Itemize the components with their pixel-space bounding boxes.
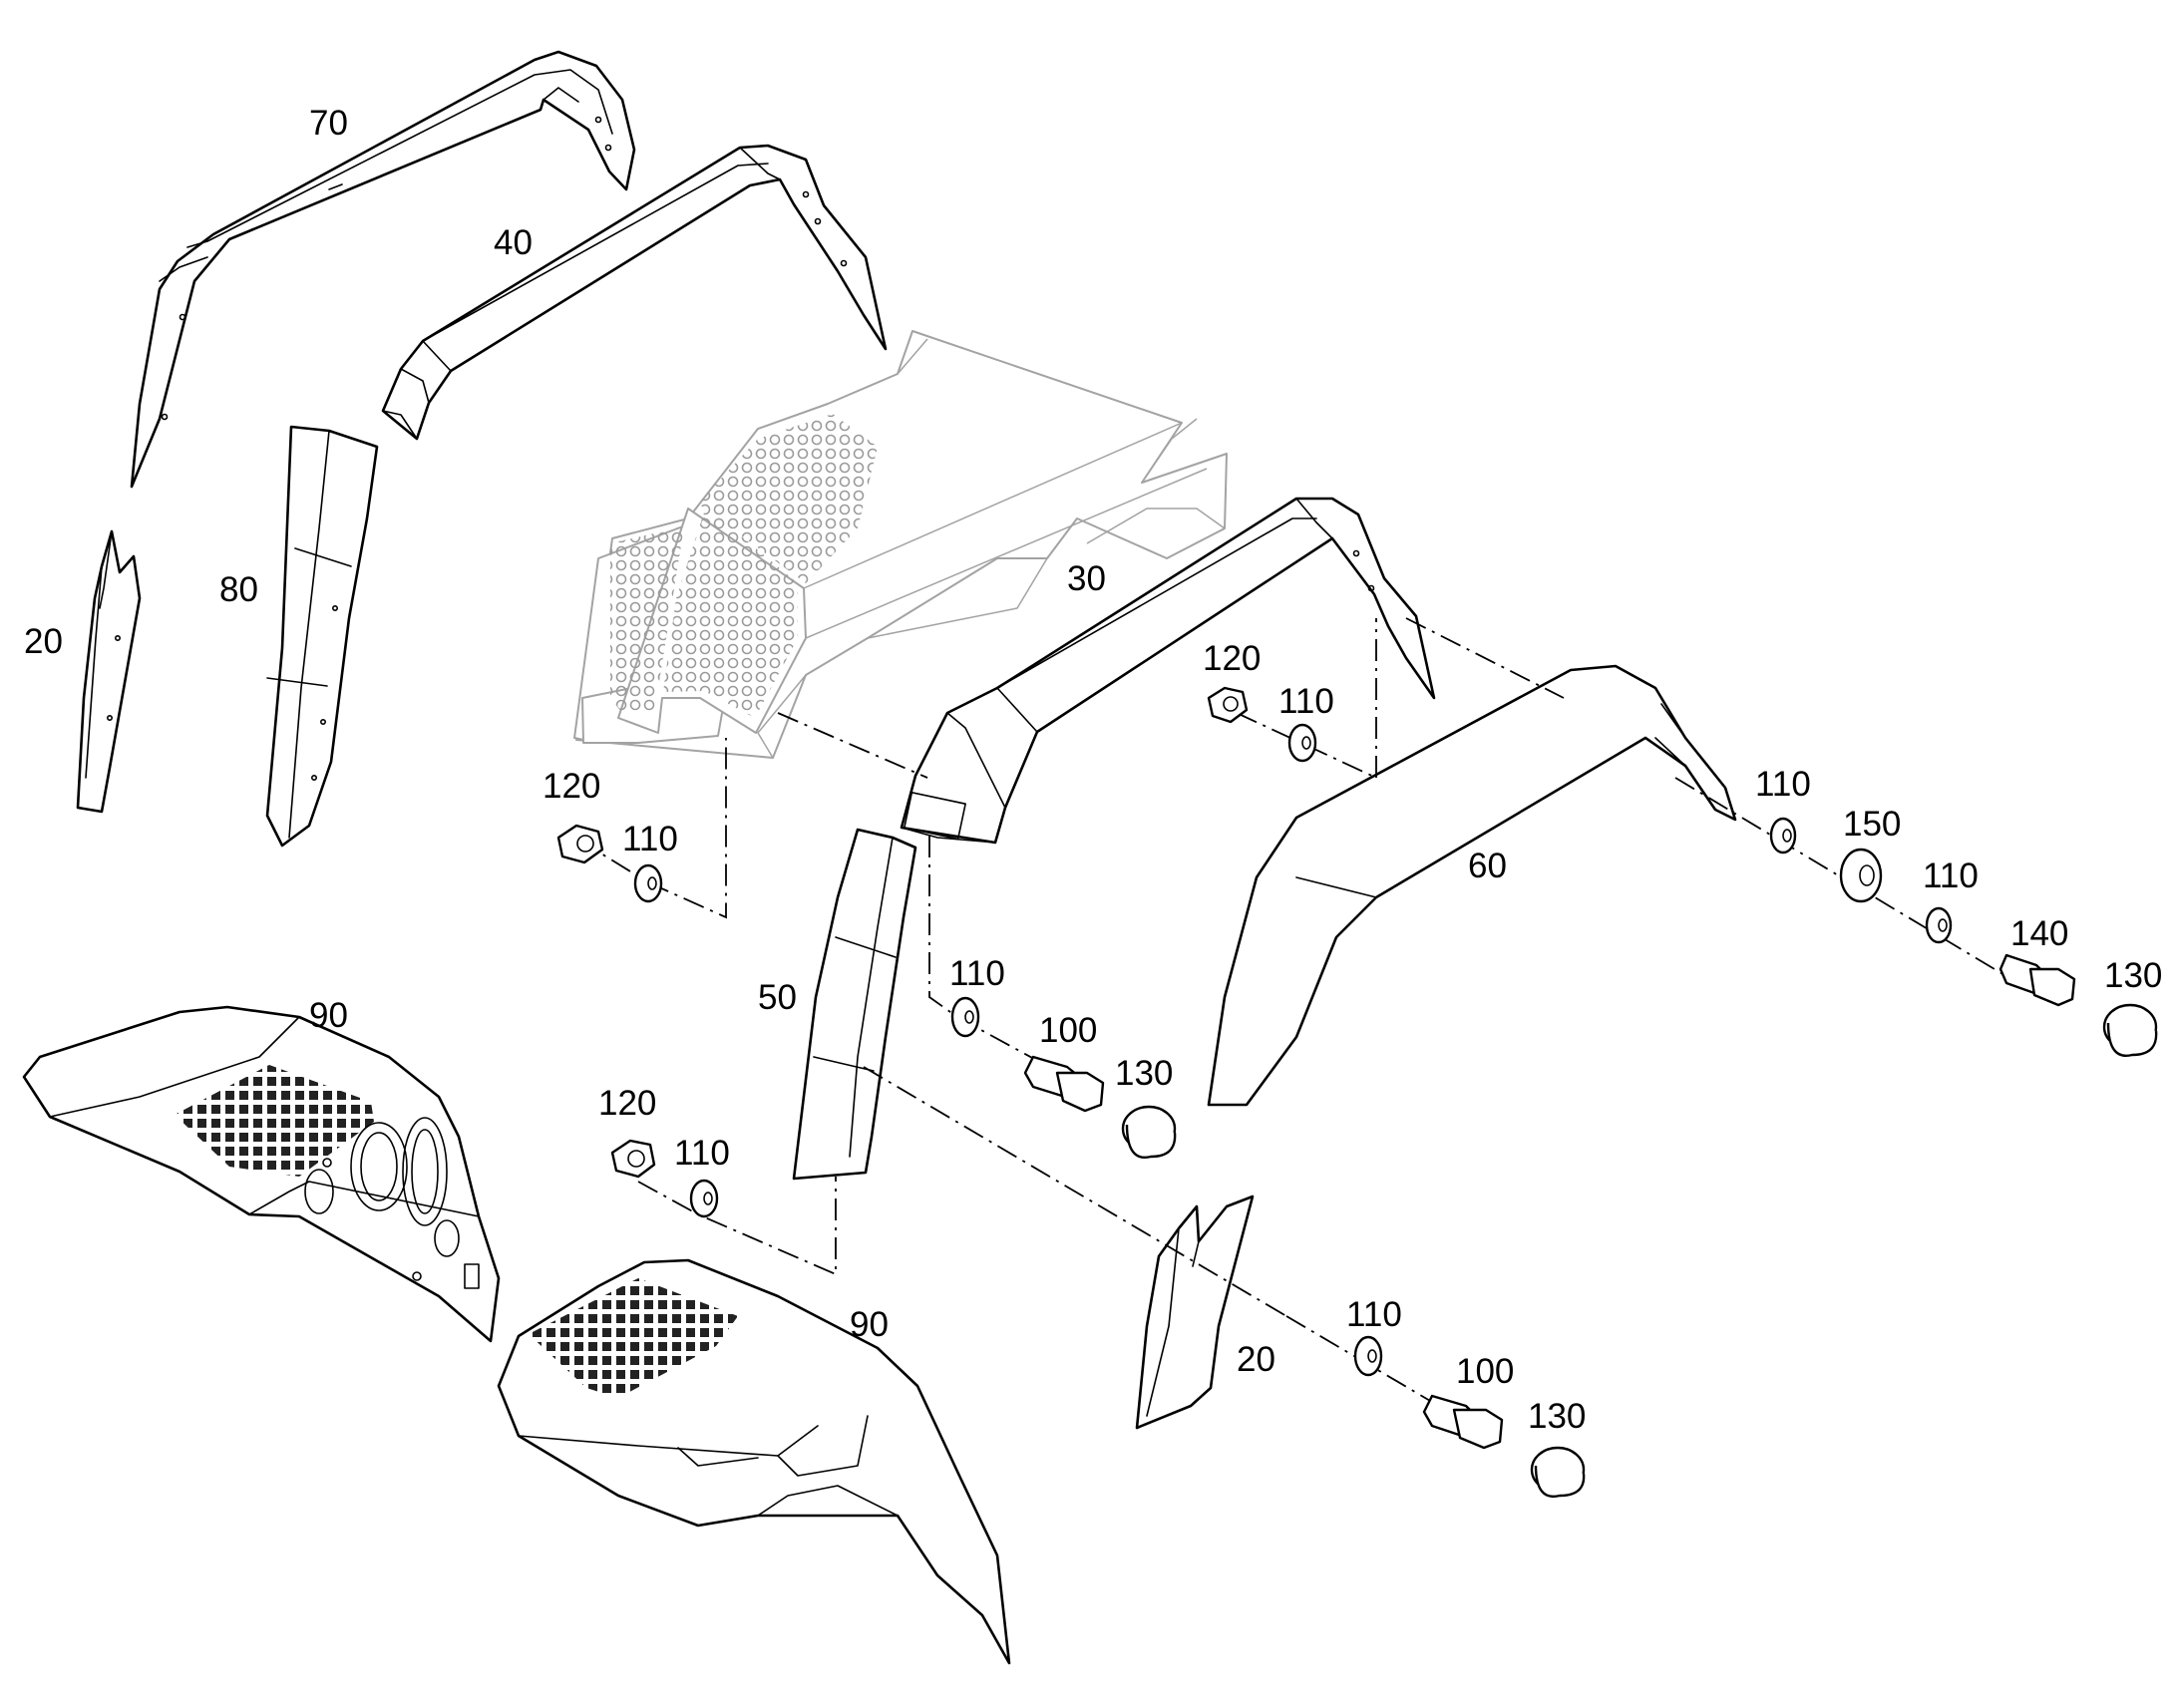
callout-120-left: 120 [543,767,600,806]
callout-120-bottom: 120 [598,1084,656,1123]
callout-90-right: 90 [850,1305,889,1344]
callout-110-right: 110 [1278,682,1334,721]
callout-130-mid: 130 [1115,1054,1173,1093]
washer-110-mid [950,996,980,1038]
callout-100-low: 100 [1456,1352,1514,1391]
callout-110-bottom: 110 [674,1134,730,1173]
callout-130-low: 130 [1528,1397,1586,1436]
part-80-vertical-panel [265,425,379,848]
callout-40: 40 [494,223,533,262]
callout-20-left: 20 [24,622,63,661]
callout-110-far-2: 110 [1923,856,1979,895]
washer-110-far-1 [1769,817,1797,854]
callout-110-far-1: 110 [1755,765,1811,804]
part-30-fender-arch [900,497,1436,845]
nut-120-right [1207,686,1249,724]
callout-100-mid: 100 [1039,1011,1097,1050]
callout-140: 140 [2010,914,2068,953]
part-90-dash-housing-left [22,1005,501,1343]
washer-110-left [633,863,663,903]
bolt-100-low [1422,1394,1504,1450]
bolt-100-mid [1023,1055,1105,1113]
bolt-140 [1998,953,2076,1007]
nut-120-bottom [610,1139,656,1179]
callout-labels: 70 40 80 20 30 120 110 120 110 60 110 15… [24,104,2162,1436]
cap-130-low [1530,1446,1586,1499]
callout-130-far: 130 [2104,956,2162,995]
part-20-mud-flap-left [76,529,142,814]
callout-110-mid: 110 [949,954,1005,993]
washer-110-right [1287,723,1317,763]
callout-60: 60 [1468,847,1507,885]
callout-50: 50 [758,978,797,1017]
callout-80: 80 [219,570,258,609]
part-20-mud-flap-right [1135,1195,1255,1430]
part-50-vertical-panel [792,828,917,1181]
part-90-hood-right [497,1258,1011,1665]
callout-70: 70 [309,104,348,143]
callout-110-left: 110 [622,820,678,858]
washer-110-far-2 [1925,906,1953,944]
callout-120-right: 120 [1203,639,1261,678]
callout-90-left: 90 [309,996,348,1035]
callout-20-right: 20 [1237,1340,1275,1379]
nut-120-left [556,824,604,864]
part-70-upper-fender-arch [130,50,636,489]
callout-110-low: 110 [1346,1295,1402,1334]
part-40-fender-arch [381,144,888,441]
callout-30: 30 [1067,559,1106,598]
washer-110-bottom [689,1179,719,1218]
washer-110-low [1353,1335,1383,1377]
cap-130-far [2102,1003,2158,1058]
callout-150: 150 [1843,805,1901,844]
spacer-150 [1839,848,1883,903]
cap-130-mid [1121,1105,1177,1160]
part-60-large-fender [1207,664,1737,1107]
ghost-frame-assembly [573,330,1228,759]
